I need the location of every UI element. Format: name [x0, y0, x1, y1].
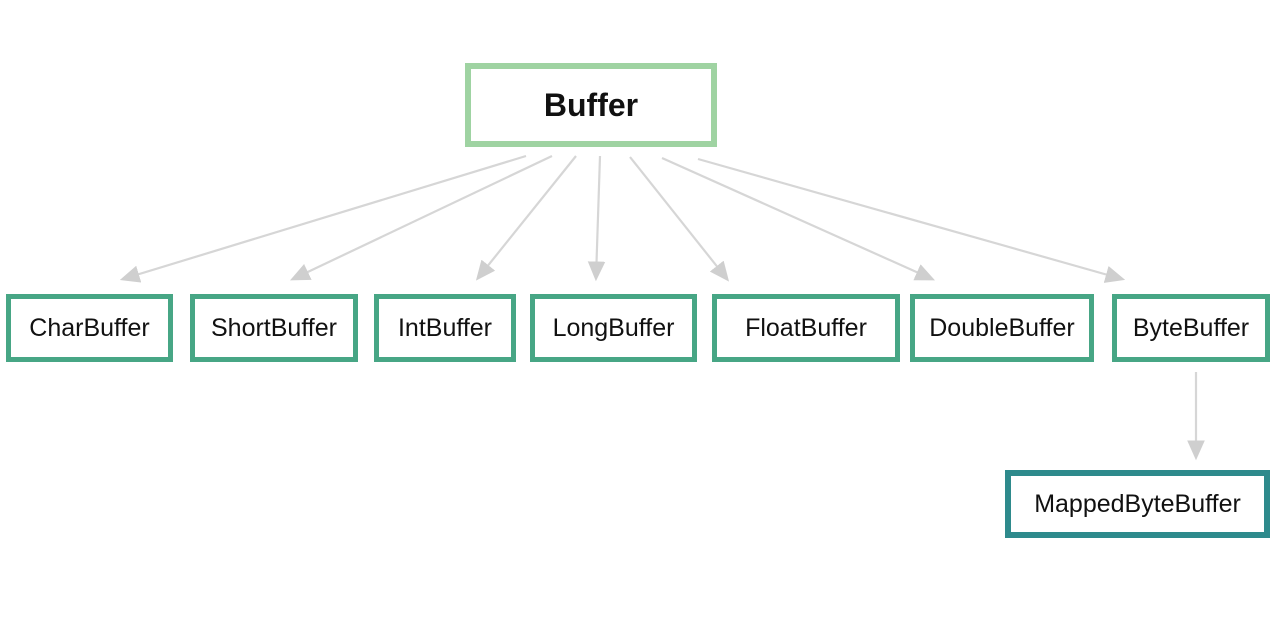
node-charbuffer: CharBuffer: [6, 294, 173, 362]
node-buffer: Buffer: [465, 63, 717, 147]
node-mappedbytebuffer-label: MappedByteBuffer: [1034, 489, 1241, 518]
node-shortbuffer-label: ShortBuffer: [210, 313, 337, 342]
arrow-buffer-to-doublebuffer: [661, 156, 936, 281]
node-doublebuffer-label: DoubleBuffer: [929, 313, 1075, 342]
node-buffer-label: Buffer: [543, 86, 639, 123]
node-shortbuffer: ShortBuffer: [190, 294, 358, 362]
arrow-buffer-to-charbuffer: [119, 154, 527, 283]
arrow-buffer-to-bytebuffer: [697, 157, 1126, 283]
node-mappedbytebuffer: MappedByteBuffer: [1005, 470, 1270, 538]
node-intbuffer-label: IntBuffer: [397, 313, 493, 342]
node-bytebuffer-label: ByteBuffer: [1132, 313, 1250, 342]
node-intbuffer: IntBuffer: [374, 294, 516, 362]
node-floatbuffer-label: FloatBuffer: [745, 313, 867, 342]
node-charbuffer-label: CharBuffer: [29, 313, 150, 342]
arrow-buffer-to-intbuffer: [475, 155, 577, 281]
arrow-buffer-to-longbuffer: [587, 155, 606, 282]
node-longbuffer: LongBuffer: [530, 294, 697, 362]
node-bytebuffer: ByteBuffer: [1112, 294, 1270, 362]
node-doublebuffer: DoubleBuffer: [910, 294, 1094, 362]
node-longbuffer-label: LongBuffer: [552, 313, 675, 342]
node-floatbuffer: FloatBuffer: [712, 294, 900, 362]
arrow-buffer-to-floatbuffer: [629, 156, 730, 282]
arrow-buffer-to-shortbuffer: [290, 155, 553, 281]
